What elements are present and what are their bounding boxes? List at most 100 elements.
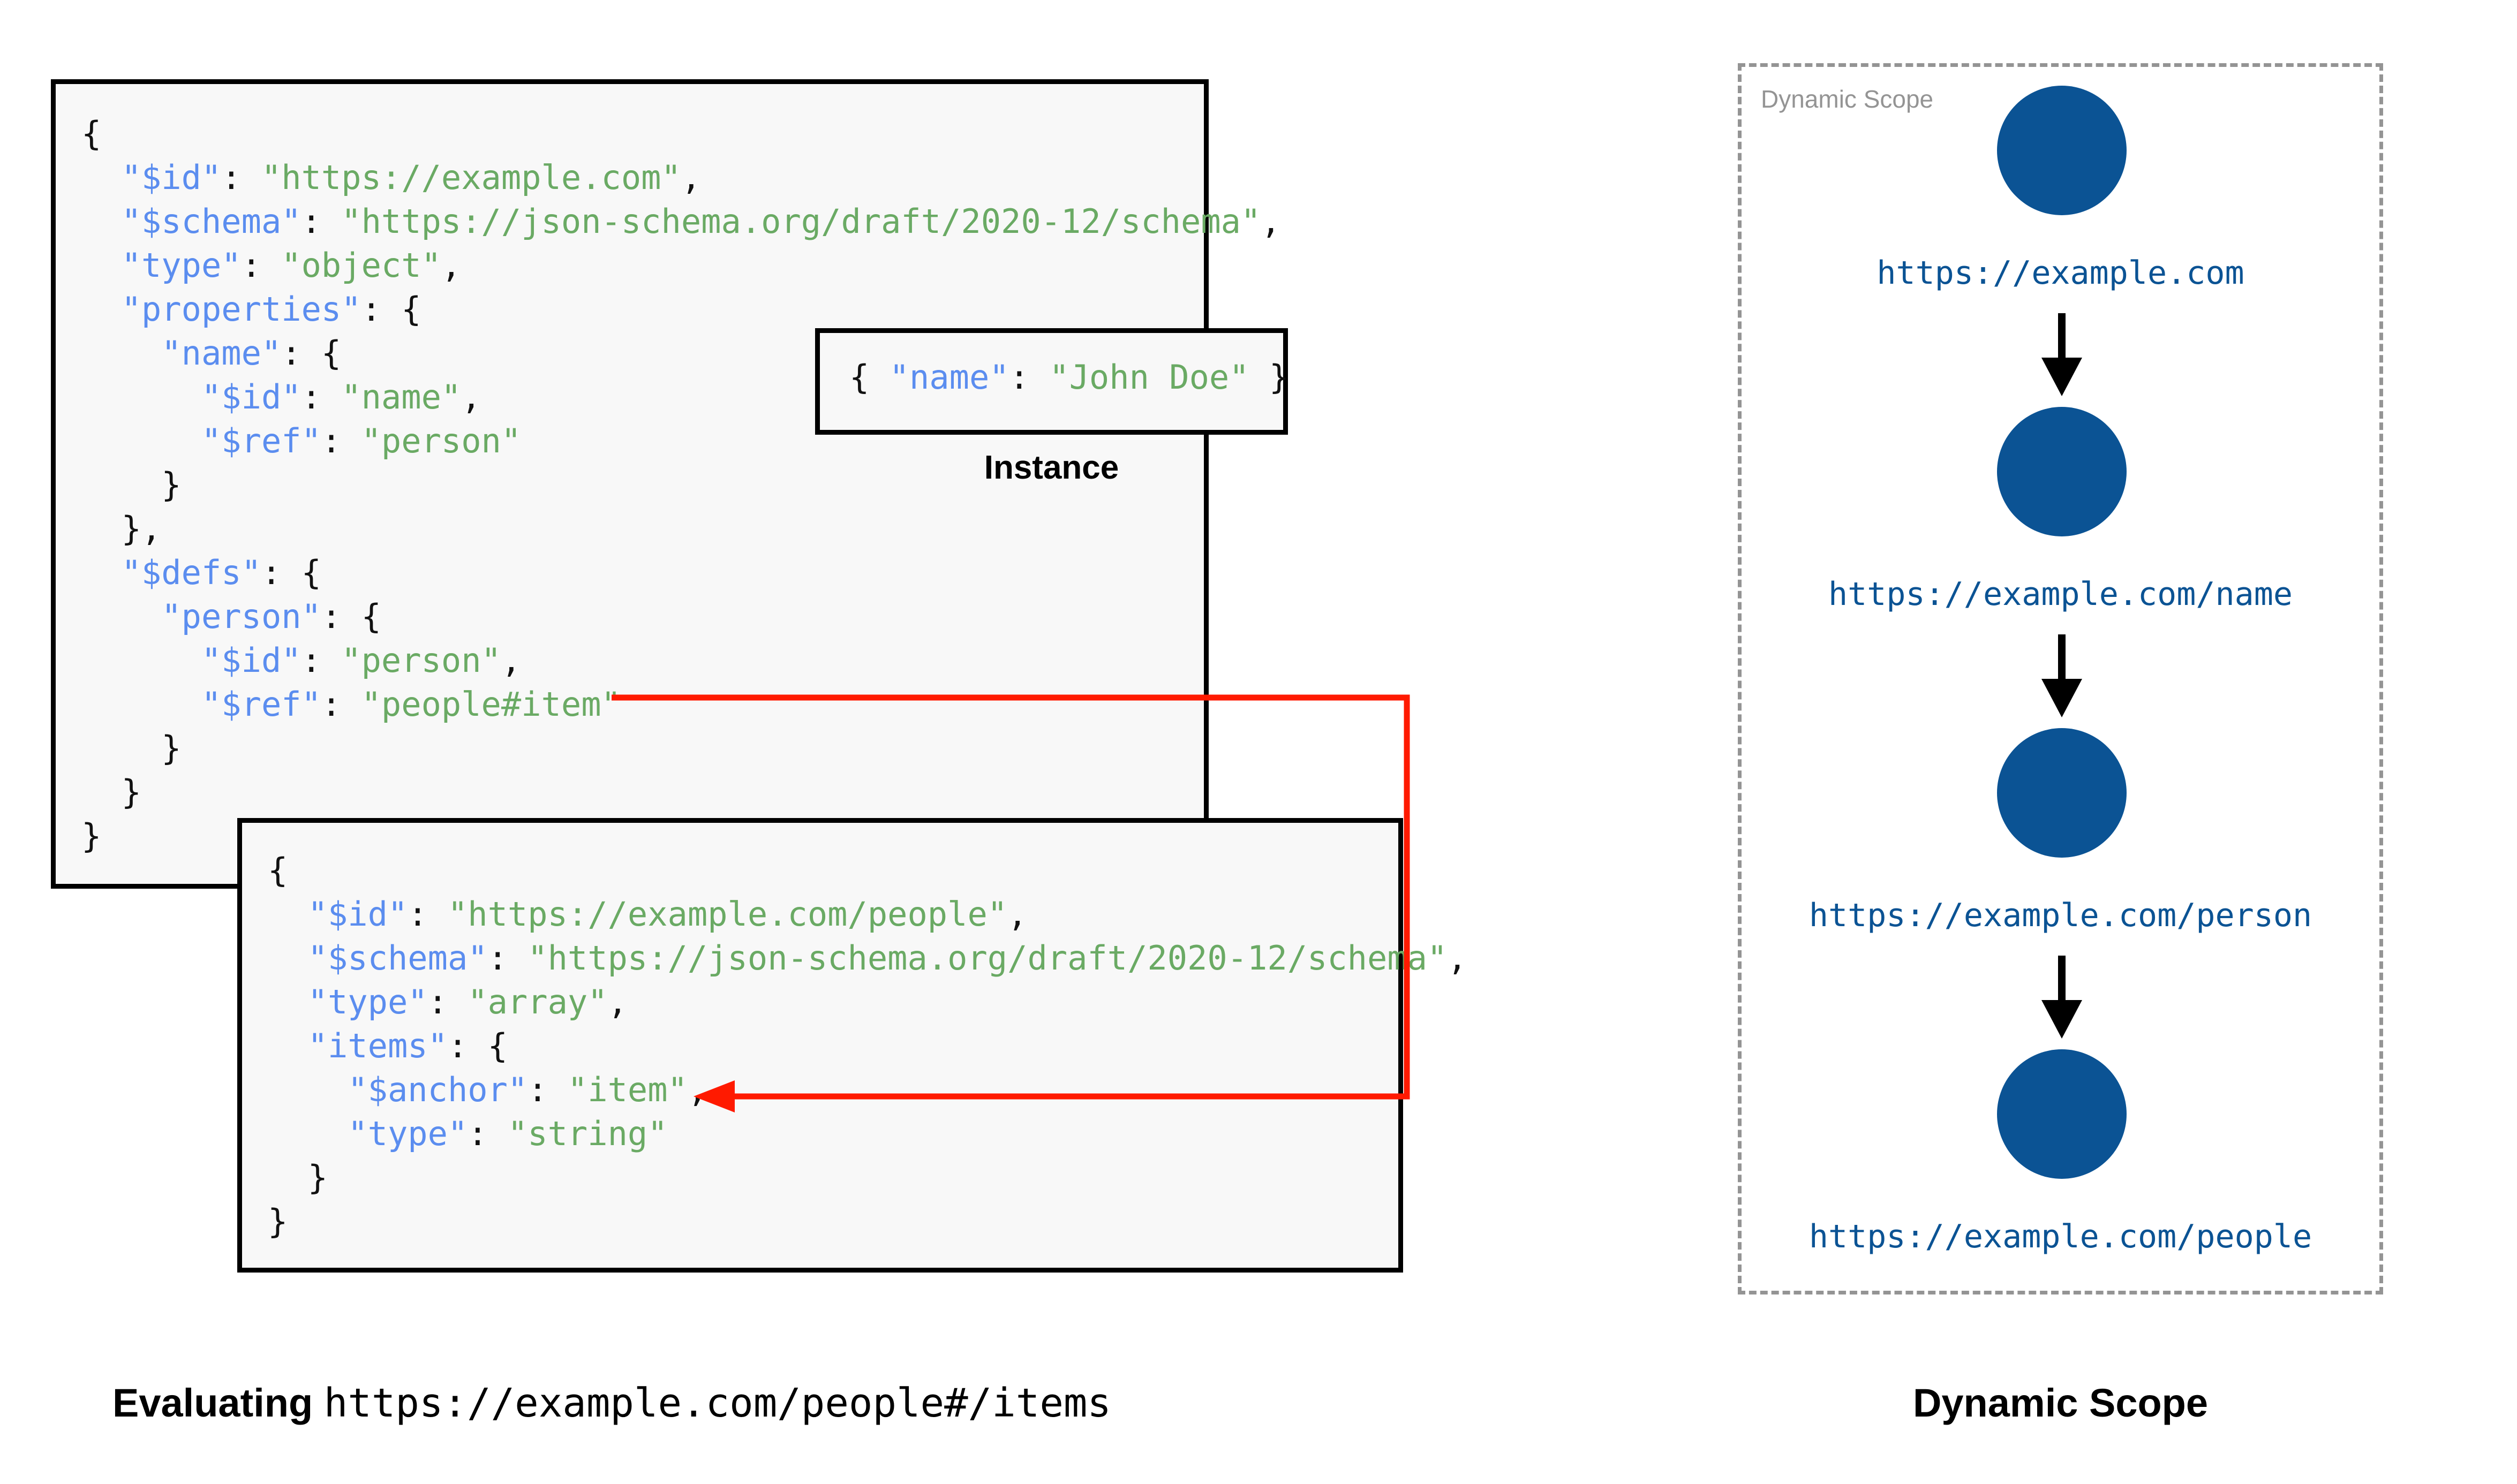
instance-caption: Instance bbox=[984, 449, 1119, 486]
code-token: "$id" bbox=[201, 641, 302, 680]
code-token: "type" bbox=[121, 246, 242, 285]
code-token: , bbox=[441, 246, 462, 285]
code-token: : bbox=[301, 641, 342, 680]
code-token: : bbox=[487, 938, 528, 978]
code-token: : bbox=[301, 202, 342, 241]
code-token bbox=[268, 982, 308, 1021]
code-token: } bbox=[1249, 358, 1290, 397]
code-token: "item" bbox=[567, 1070, 688, 1109]
code-token: "name" bbox=[889, 358, 1009, 397]
code-token: , bbox=[1007, 895, 1028, 934]
code-token: { bbox=[268, 851, 288, 890]
code-token: : bbox=[321, 421, 361, 460]
code-token bbox=[268, 1026, 308, 1065]
code-token bbox=[81, 334, 161, 373]
code-token: , bbox=[461, 377, 481, 417]
code-token: "https://json-schema.org/draft/2020-12/s… bbox=[527, 938, 1448, 978]
code-token: "name" bbox=[161, 334, 282, 373]
code-token: "object" bbox=[281, 246, 441, 285]
scope-node-circle-3 bbox=[1997, 728, 2127, 858]
code-token: } bbox=[81, 465, 182, 504]
code-token bbox=[81, 685, 201, 724]
code-token: : bbox=[468, 1114, 508, 1153]
code-token: : bbox=[1009, 358, 1050, 397]
code-token bbox=[268, 895, 308, 934]
code-token bbox=[268, 938, 308, 978]
instance-box: { "name": "John Doe" } bbox=[815, 328, 1289, 435]
code-token: : bbox=[427, 982, 468, 1021]
code-token: , bbox=[501, 641, 522, 680]
scope-node-circle-4 bbox=[1997, 1049, 2127, 1179]
code-token bbox=[81, 421, 201, 460]
code-token: } bbox=[81, 773, 141, 812]
code-token: : { bbox=[447, 1026, 508, 1065]
code-token bbox=[81, 641, 201, 680]
code-token: "$id" bbox=[201, 377, 302, 417]
code-token: "type" bbox=[307, 982, 428, 1021]
code-token bbox=[268, 1114, 348, 1153]
code-token: } bbox=[81, 729, 182, 768]
code-token: "array" bbox=[468, 982, 608, 1021]
code-token: , bbox=[1447, 938, 1467, 978]
code-token bbox=[81, 246, 122, 285]
people-schema-box: { "$id": "https://example.com/people", "… bbox=[237, 818, 1467, 1273]
root-schema-code: { "$id": "https://example.com", "$schema… bbox=[81, 112, 1281, 858]
evaluating-caption: Evaluating https://example.com/people#/i… bbox=[112, 1380, 1111, 1426]
instance-code: { "name": "John Doe" } bbox=[849, 355, 1289, 399]
code-token: "items" bbox=[307, 1026, 448, 1065]
people-schema-code: { "$id": "https://example.com/people", "… bbox=[268, 849, 1467, 1244]
code-token: "https://example.com" bbox=[261, 158, 681, 197]
code-token: "John Doe" bbox=[1049, 358, 1249, 397]
code-token: } bbox=[81, 816, 102, 855]
code-token bbox=[81, 377, 201, 417]
scope-node-label-2: https://example.com/name bbox=[1828, 576, 2293, 613]
code-token: "name" bbox=[341, 377, 462, 417]
code-token: "person" bbox=[341, 641, 501, 680]
dynamic-scope-caption: Dynamic Scope bbox=[1912, 1381, 2209, 1425]
code-token: "$schema" bbox=[121, 202, 302, 241]
scope-node-circle-2 bbox=[1997, 407, 2127, 536]
code-token: "string" bbox=[507, 1114, 668, 1153]
code-token: : { bbox=[281, 334, 342, 373]
scope-node-label-1: https://example.com bbox=[1877, 254, 2244, 292]
code-token: : bbox=[527, 1070, 568, 1109]
code-token: : { bbox=[261, 553, 321, 592]
code-token: "person" bbox=[161, 597, 321, 636]
code-token: , bbox=[681, 158, 702, 197]
scope-node-label-4: https://example.com/people bbox=[1808, 1218, 2312, 1255]
code-token: : bbox=[241, 246, 282, 285]
code-token bbox=[81, 202, 122, 241]
code-token: "https://example.com/people" bbox=[447, 895, 1008, 934]
code-token: : bbox=[408, 895, 448, 934]
code-token: "type" bbox=[348, 1114, 468, 1153]
code-token: "properties" bbox=[121, 290, 361, 329]
code-token bbox=[81, 290, 122, 329]
code-token: "https://json-schema.org/draft/2020-12/s… bbox=[341, 202, 1261, 241]
code-token: } bbox=[268, 1158, 328, 1197]
code-token: } bbox=[268, 1202, 288, 1241]
dynamic-scope-inner-label: Dynamic Scope bbox=[1761, 85, 1934, 113]
code-token: }, bbox=[81, 509, 162, 548]
evaluating-label: Evaluating bbox=[112, 1381, 313, 1425]
code-token: : { bbox=[321, 597, 381, 636]
code-token: "person" bbox=[361, 421, 522, 460]
code-token: : bbox=[221, 158, 261, 197]
code-token bbox=[268, 1070, 348, 1109]
code-token: "$schema" bbox=[307, 938, 488, 978]
code-token: : bbox=[301, 377, 342, 417]
code-token bbox=[81, 553, 122, 592]
code-token: "$ref" bbox=[201, 421, 321, 460]
dynamic-scope-container bbox=[1738, 63, 2383, 1294]
code-token: , bbox=[687, 1070, 708, 1109]
code-token: "$ref" bbox=[201, 685, 321, 724]
code-token: : bbox=[321, 685, 361, 724]
code-token: "$id" bbox=[121, 158, 222, 197]
code-token: "$defs" bbox=[121, 553, 261, 592]
code-token: { bbox=[849, 358, 890, 397]
code-token: : { bbox=[361, 290, 421, 329]
code-token: { bbox=[81, 114, 102, 153]
code-token: "$anchor" bbox=[348, 1070, 528, 1109]
code-token: "$id" bbox=[307, 895, 408, 934]
evaluating-uri: https://example.com/people#/items bbox=[323, 1380, 1111, 1426]
code-token: "people#item" bbox=[361, 685, 621, 724]
